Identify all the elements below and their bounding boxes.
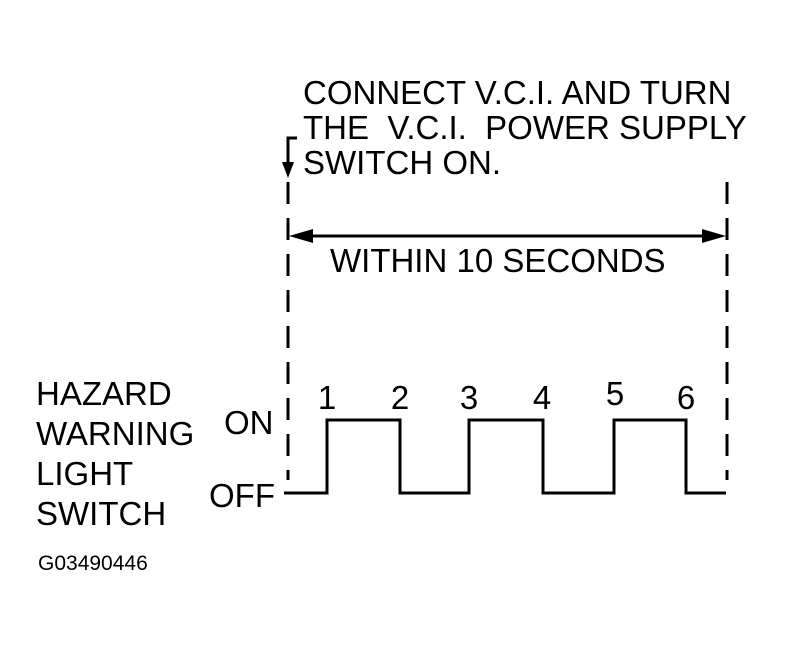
on-level-label: ON	[224, 404, 274, 441]
switch-title-line-1: HAZARD	[36, 375, 172, 412]
start-pointer-arrow	[282, 136, 297, 178]
instruction-text: CONNECT V.C.I. AND TURN THE V.C.I. POWER…	[303, 74, 747, 181]
pulse-numbers: 1 2 3 4 5 6	[318, 375, 695, 416]
interval-label: WITHIN 10 SECONDS	[330, 242, 666, 279]
interval-arrow-right-head	[702, 229, 726, 243]
switch-title-line-4: SWITCH	[36, 495, 166, 532]
switch-signal-waveform	[284, 418, 726, 495]
switch-title-line-3: LIGHT	[36, 455, 133, 492]
pulse-number: 5	[606, 375, 624, 412]
pulse-number: 3	[460, 379, 478, 416]
pulse-number: 2	[391, 379, 409, 416]
figure-code: G03490446	[38, 552, 148, 575]
interval-arrow	[289, 229, 726, 243]
switch-title: HAZARD WARNING LIGHT SWITCH	[36, 375, 194, 532]
switch-title-line-2: WARNING	[36, 415, 194, 452]
pulse-number: 6	[677, 379, 695, 416]
instruction-line-3: SWITCH ON.	[303, 144, 501, 181]
instruction-line-1: CONNECT V.C.I. AND TURN	[303, 74, 731, 111]
pulse-number: 4	[533, 379, 551, 416]
interval-arrow-left-head	[289, 229, 313, 243]
off-level-label: OFF	[209, 477, 275, 514]
pulse-number: 1	[318, 379, 336, 416]
instruction-line-2: THE V.C.I. POWER SUPPLY	[303, 109, 747, 146]
